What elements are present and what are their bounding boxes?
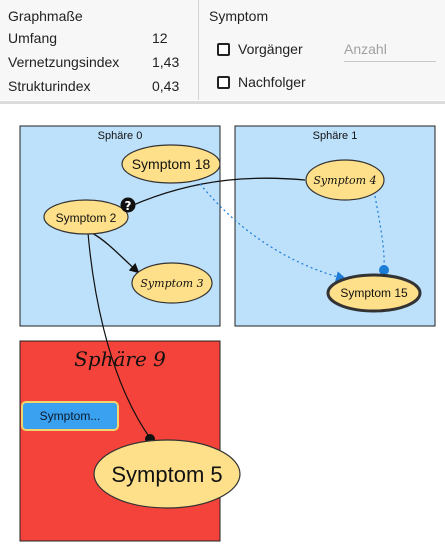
- edge-symptom18-symptom15: [199, 183, 347, 282]
- collapsed-node-label: Symptom...: [40, 409, 101, 423]
- node-symptom-15-label: Symptom 15: [340, 286, 408, 300]
- node-symptom-15[interactable]: [326, 273, 422, 313]
- node-symptom-3-label: Symptom 3: [140, 277, 203, 290]
- edge-symptom2-symptom3: [91, 232, 140, 274]
- node-symptom-2[interactable]: [43, 199, 129, 235]
- node-symptom-18-label: Symptom 18: [132, 156, 211, 172]
- successor-label: Nachfolger: [238, 74, 306, 90]
- successor-checkbox-row[interactable]: Nachfolger: [217, 74, 306, 90]
- node-symptom-4-label: Symptom 4: [313, 174, 376, 187]
- panel-divider: [198, 0, 199, 100]
- predecessor-checkbox[interactable]: [217, 42, 230, 56]
- node-symptom-5[interactable]: [93, 439, 241, 509]
- sphere-1-label: Sphäre 1: [313, 130, 358, 142]
- metric-label-strukturindex: Strukturindex: [8, 78, 91, 94]
- node-symptom-2-label: Symptom 2: [56, 211, 117, 225]
- metrics-title: Graphmaße: [8, 8, 83, 24]
- sphere-0-label: Sphäre 0: [98, 130, 143, 142]
- count-input[interactable]: [344, 37, 436, 62]
- edge-symptom4-symptom15-endpoint: [379, 265, 389, 275]
- collapsed-node[interactable]: [21, 401, 119, 431]
- metric-value-strukturindex: 0,43: [152, 78, 180, 94]
- edge-symptom4-symptom2: [130, 177, 306, 207]
- question-circle-icon[interactable]: ?: [120, 197, 136, 214]
- successor-checkbox[interactable]: [217, 75, 230, 89]
- metric-value-vernetzungsindex: 1,43: [152, 54, 180, 70]
- symptom-panel-title: Symptom: [209, 8, 269, 24]
- node-symptom-4[interactable]: [305, 159, 385, 201]
- graph-canvas[interactable]: Sphäre 0 Sphäre 1 Sphäre 9 Symptom 18 Sy…: [0, 104, 445, 555]
- sphere-9-label: Sphäre 9: [74, 347, 166, 371]
- metric-label-umfang: Umfang: [8, 30, 58, 46]
- metric-value-umfang: 12: [152, 30, 168, 46]
- top-panel-border: [0, 101, 445, 104]
- sphere-9-box[interactable]: [19, 340, 221, 542]
- predecessor-checkbox-row[interactable]: Vorgänger: [217, 41, 303, 57]
- node-symptom-3[interactable]: [131, 262, 213, 304]
- edge-symptom2-symptom5: [87, 232, 151, 439]
- node-symptom-5-label: Symptom 5: [111, 462, 222, 487]
- edge-symptom4-symptom15: [374, 195, 385, 268]
- predecessor-label: Vorgänger: [238, 41, 303, 57]
- metric-label-vernetzungsindex: Vernetzungsindex: [8, 54, 120, 70]
- svg-text:?: ?: [125, 199, 132, 213]
- node-symptom-18[interactable]: [121, 144, 221, 184]
